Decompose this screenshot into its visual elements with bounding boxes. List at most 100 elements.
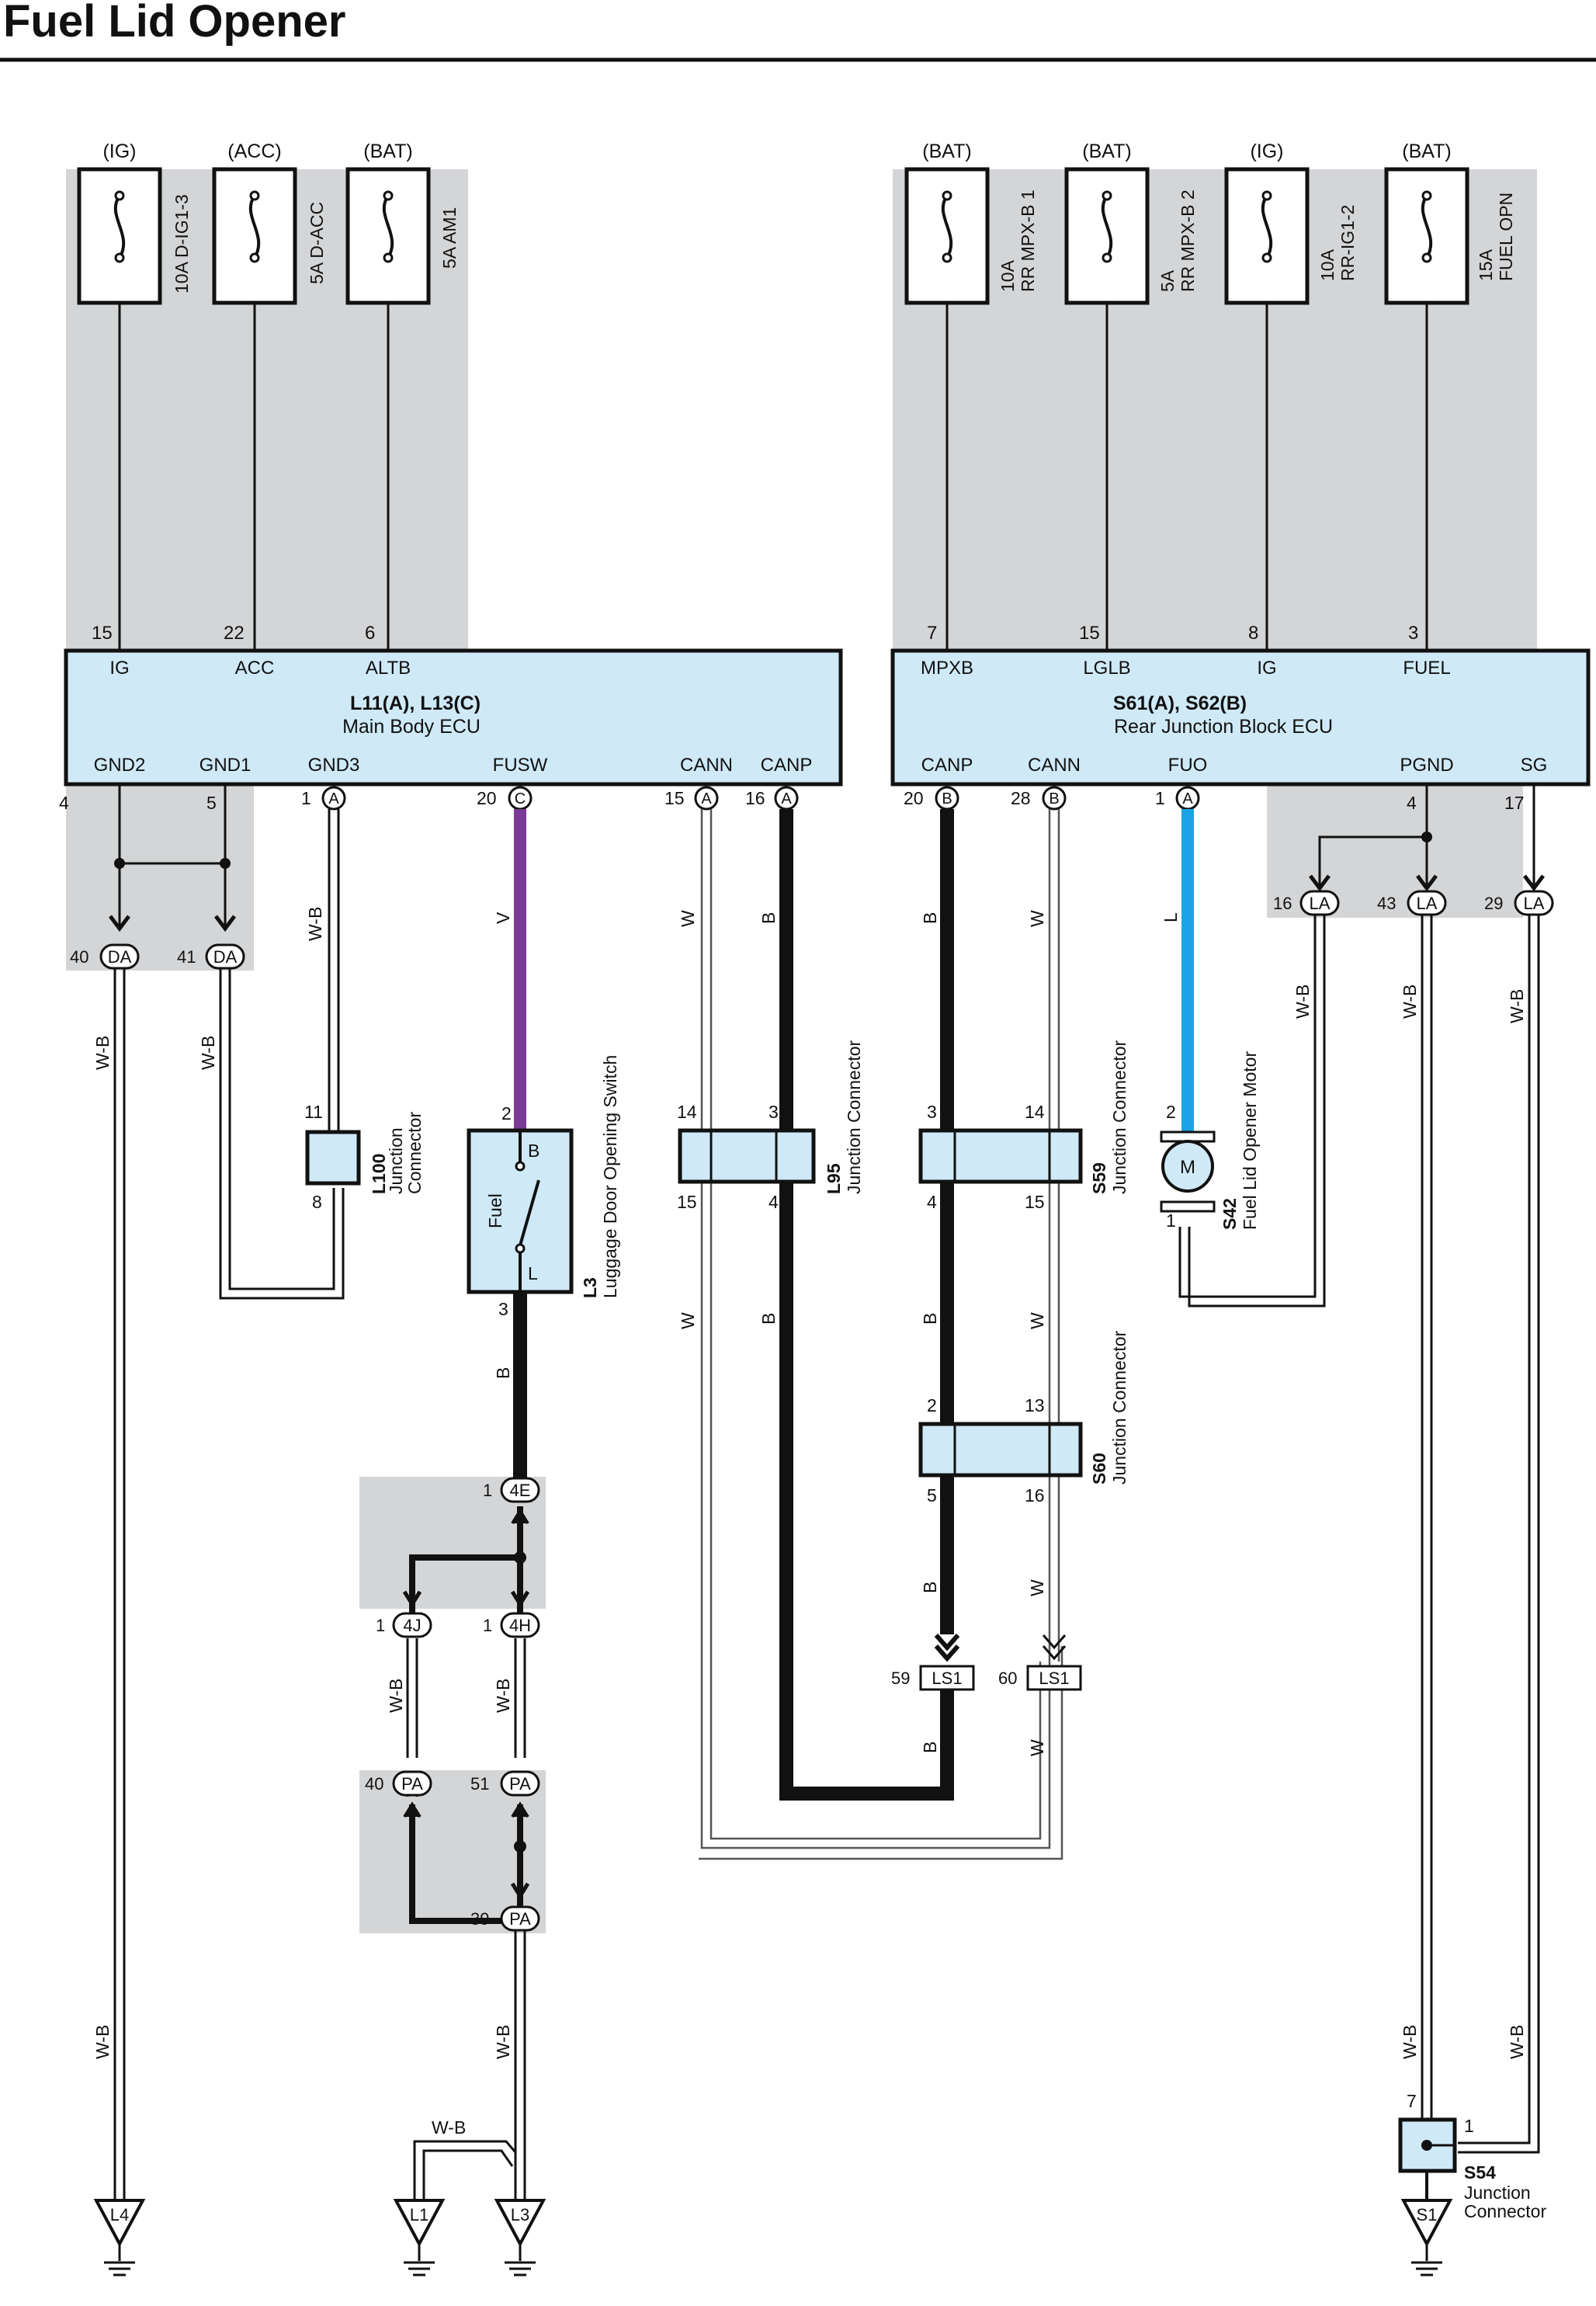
svg-text:W-B: W-B	[198, 1036, 218, 1070]
connector-pa-40: PA 40	[365, 1770, 432, 1818]
fuse-label: 5A AM1	[439, 207, 460, 269]
fuse-rating-labels: 10A D-IG1-3 5A D-ACC 5A AM1 10A RR MPX-B…	[172, 189, 1516, 293]
svg-text:7: 7	[1407, 2091, 1417, 2111]
svg-text:Junction: Junction	[1464, 2183, 1531, 2203]
svg-text:3: 3	[498, 1299, 508, 1319]
fuse-source-label: (ACC)	[227, 141, 281, 162]
fuse-label: 10A D-IG1-3	[172, 194, 192, 293]
fuse-d-acc	[212, 167, 297, 305]
fuse-label-line2: RR MPX-B 2	[1178, 189, 1198, 292]
fuse-label-line1: 15A	[1476, 248, 1496, 281]
svg-text:W: W	[1027, 1579, 1047, 1596]
fuse-boxes	[77, 167, 1469, 305]
svg-text:W: W	[678, 910, 698, 927]
svg-text:B: B	[920, 912, 940, 924]
pin-name: MPXB	[921, 658, 973, 679]
svg-text:51: 51	[470, 1774, 489, 1794]
ground-l1: L1	[393, 2199, 446, 2276]
pin-number: 8	[1248, 623, 1258, 644]
ecu-bottom-pin-numbers: 4 5 1 20 15 16 20 28 1 4 17	[59, 788, 1525, 813]
svg-text:W: W	[678, 1312, 698, 1329]
pin-name: GND2	[94, 755, 146, 776]
wire-color-labels: W-B W-B W-B V W B B W L W-B W-B W-B W B …	[92, 907, 1527, 2138]
svg-text:B: B	[758, 1313, 779, 1325]
fuse-label-line1: 5A	[1157, 269, 1178, 292]
svg-text:W-B: W-B	[1292, 985, 1313, 1019]
pin-number: 22	[224, 623, 245, 644]
fuse-d-ig1-3	[77, 167, 162, 305]
supply-wires	[118, 303, 1428, 651]
l3-luggage-door-switch: B L Fuel 2 3 L3 Luggage Door Opening Swi…	[467, 1055, 620, 1319]
black-wires	[513, 809, 954, 1801]
pin-number: 15	[664, 788, 685, 808]
svg-text:13: 13	[1025, 1395, 1045, 1415]
svg-text:8: 8	[312, 1192, 322, 1212]
connector-la-16: LA 16	[1273, 874, 1340, 916]
svg-text:Luggage Door Opening Switch: Luggage Door Opening Switch	[600, 1055, 620, 1298]
connector-ls1-59: LS1 59	[891, 1634, 975, 1691]
svg-text:B: B	[920, 1742, 940, 1753]
svg-text:3: 3	[769, 1102, 779, 1122]
svg-text:16: 16	[1025, 1485, 1045, 1505]
shaded-regions	[66, 169, 1537, 1933]
pin-name: CANN	[1028, 755, 1081, 776]
svg-text:B: B	[493, 1367, 513, 1379]
junction-dots	[114, 832, 1432, 1853]
svg-text:4: 4	[927, 1192, 937, 1212]
ecu-code: L11(A), L13(C)	[350, 693, 481, 714]
svg-text:L3: L3	[580, 1277, 600, 1298]
svg-text:W-B: W-B	[1507, 2025, 1527, 2059]
fuse-rr-ig1-2	[1224, 167, 1310, 305]
rear-junction-block-ecu: S61(A), S62(B) Rear Junction Block ECU	[890, 648, 1591, 787]
connector-la-43: LA 43	[1377, 874, 1447, 916]
fuse-fuel-opn	[1384, 167, 1469, 305]
pin-name: GND1	[200, 755, 252, 776]
svg-text:W-B: W-B	[493, 2025, 513, 2059]
pin-number: 4	[1407, 793, 1417, 813]
fuse-rr-mpx-b1	[904, 167, 990, 305]
motor-symbol: M	[1180, 1157, 1195, 1178]
svg-text:DA: DA	[213, 947, 238, 967]
pin-number: 20	[477, 788, 497, 808]
svg-text:S42: S42	[1220, 1198, 1240, 1230]
ecu-top-pins: 15 22 6 IG ACC ALTB 7 15 8 3 MPXB LGLB I…	[92, 623, 1451, 679]
svg-text:L95: L95	[824, 1163, 844, 1194]
svg-text:Junction Connector: Junction Connector	[844, 1040, 864, 1194]
svg-text:41: 41	[177, 947, 196, 967]
svg-text:Junction Connector: Junction Connector	[1109, 1040, 1129, 1194]
svg-text:W-B: W-B	[305, 907, 325, 941]
svg-text:14: 14	[677, 1102, 697, 1122]
svg-text:L: L	[1161, 912, 1181, 922]
pin-name: IG	[1257, 658, 1276, 679]
pin-number: 28	[1011, 788, 1031, 808]
svg-text:4J: 4J	[403, 1616, 421, 1635]
connector-la-29: LA 29	[1484, 874, 1554, 916]
pin-name: IG	[109, 658, 129, 679]
fuse-label-line2: FUEL OPN	[1496, 193, 1516, 281]
pin-number: 1	[1155, 788, 1165, 808]
pin-name: FUEL	[1403, 658, 1450, 679]
svg-text:15: 15	[677, 1192, 697, 1212]
fuse-source-label: (BAT)	[1082, 141, 1131, 162]
svg-text:L: L	[528, 1263, 538, 1283]
s59-junction-connector: 3 14 4 15 S59 Junction Connector	[918, 1040, 1129, 1212]
svg-text:PA: PA	[401, 1774, 423, 1794]
pin-number: 6	[365, 623, 375, 644]
pin-name: CANP	[921, 755, 973, 776]
svg-text:43: 43	[1377, 894, 1396, 913]
black-wires-thin	[409, 1506, 523, 1924]
svg-text:B: B	[528, 1141, 540, 1161]
connector-letter: A	[328, 790, 339, 807]
svg-text:11: 11	[304, 1102, 323, 1122]
svg-text:1: 1	[376, 1616, 385, 1635]
pin-name: ACC	[235, 658, 275, 679]
pin-number: 20	[904, 788, 924, 808]
svg-text:W-B: W-B	[386, 1679, 406, 1713]
svg-text:W-B: W-B	[1507, 989, 1527, 1023]
svg-text:2: 2	[501, 1103, 512, 1123]
svg-text:DA: DA	[108, 947, 132, 967]
svg-text:S54: S54	[1464, 2162, 1496, 2183]
svg-text:Fuel Lid Opener Motor: Fuel Lid Opener Motor	[1240, 1051, 1260, 1230]
svg-text:S1: S1	[1417, 2205, 1438, 2224]
svg-text:39: 39	[470, 1909, 489, 1929]
